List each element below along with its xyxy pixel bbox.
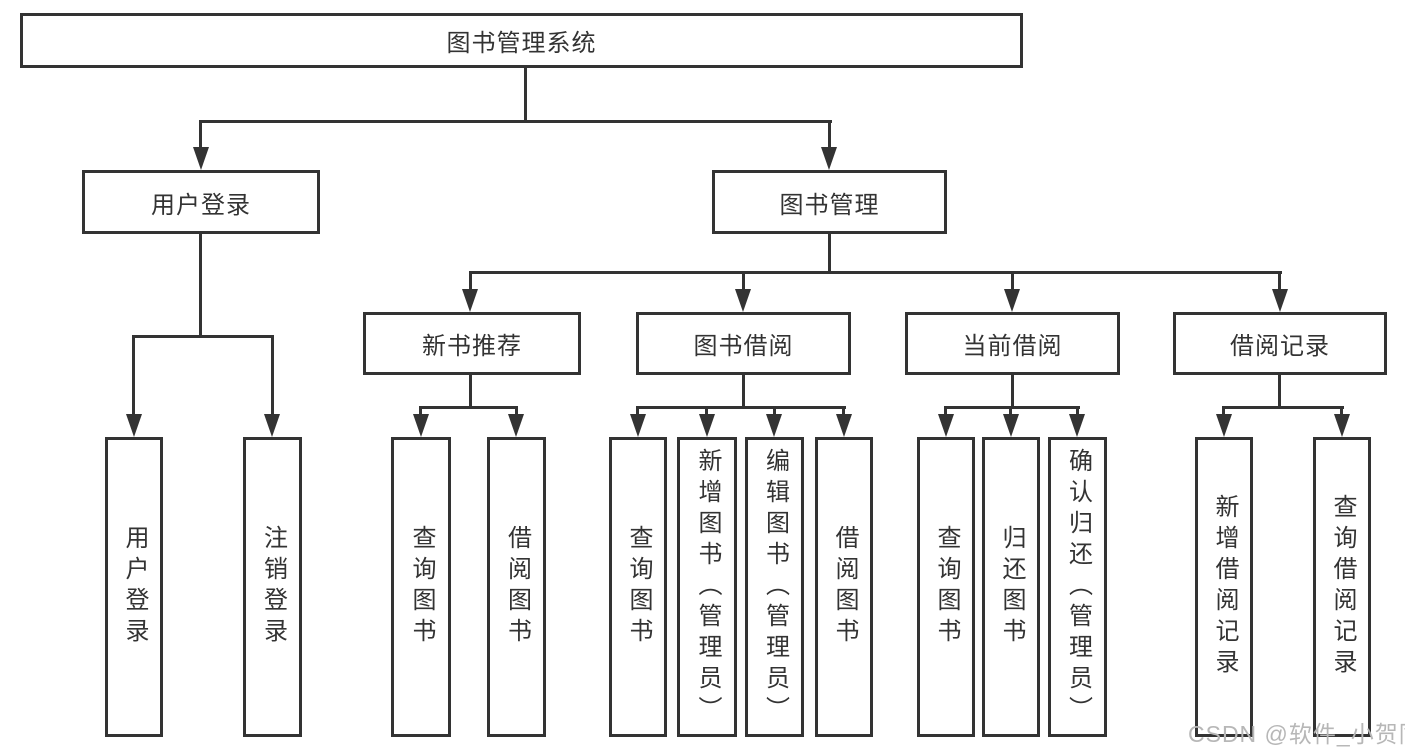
connector-line (199, 120, 832, 123)
leaf-add-book-admin: 新增图书（管理员） (677, 437, 737, 737)
leaf-add-borrow-record: 新增借阅记录 (1195, 437, 1253, 737)
leaf-recommend-borrow-book-label: 借阅图书 (503, 525, 531, 649)
arrow-down-icon (264, 414, 280, 437)
leaf-recommend-query-book-label: 查询图书 (408, 525, 435, 649)
node-new-book-recommend: 新书推荐 (363, 312, 581, 375)
leaf-recommend-query-book: 查询图书 (391, 437, 451, 737)
node-current-borrow: 当前借阅 (905, 312, 1120, 375)
connector-line (1011, 271, 1014, 291)
arrow-down-icon (766, 414, 782, 437)
connector-line (132, 335, 274, 338)
node-book-borrow-label: 图书借阅 (693, 333, 794, 360)
leaf-user-login: 用户登录 (105, 437, 163, 737)
connector-line (636, 406, 846, 409)
arrow-down-icon (735, 289, 751, 312)
leaf-borrow-query-book: 查询图书 (609, 437, 667, 737)
connector-line (1076, 406, 1079, 418)
arrow-down-icon (1272, 289, 1288, 312)
leaf-confirm-return-admin: 确认归还（管理员） (1048, 437, 1107, 737)
connector-line (469, 373, 472, 409)
leaf-logout: 注销登录 (243, 437, 302, 737)
leaf-edit-book-admin: 编辑图书（管理员） (745, 437, 804, 737)
connector-line (944, 406, 947, 418)
connector-line (132, 335, 135, 416)
leaf-current-query-book: 查询图书 (917, 437, 975, 737)
arrow-down-icon (508, 414, 524, 437)
arrow-down-icon (1334, 414, 1350, 437)
arrow-down-icon (462, 289, 478, 312)
connector-line (1009, 406, 1012, 418)
arrow-down-icon (836, 414, 852, 437)
arrow-down-icon (1003, 414, 1019, 437)
connector-line (944, 406, 1080, 409)
arrow-down-icon (821, 147, 837, 170)
node-user-login-label: 用户登录 (151, 191, 251, 219)
node-book-borrow: 图书借阅 (636, 312, 851, 375)
connector-line (419, 406, 518, 409)
arrow-down-icon (126, 414, 142, 437)
node-book-management: 图书管理 (712, 170, 947, 234)
leaf-current-query-book-label: 查询图书 (933, 525, 960, 649)
arrow-down-icon (1216, 414, 1232, 437)
connector-line (199, 234, 202, 338)
node-book-management-label: 图书管理 (779, 191, 880, 219)
connector-line (1340, 406, 1343, 418)
node-borrow-records: 借阅记录 (1173, 312, 1387, 375)
leaf-edit-book-admin-label: 编辑图书（管理员） (761, 447, 789, 727)
connector-line (1011, 373, 1014, 409)
connector-line (828, 234, 831, 274)
arrow-down-icon (413, 414, 429, 437)
arrow-down-icon (630, 414, 646, 437)
connector-line (524, 66, 527, 122)
connector-line (1278, 271, 1281, 291)
connector-line (1222, 406, 1225, 418)
connector-line (469, 271, 472, 291)
arrow-down-icon (1004, 289, 1020, 312)
connector-line (705, 406, 708, 418)
node-root-label: 图书管理系统 (446, 30, 597, 57)
leaf-recommend-borrow-book: 借阅图书 (487, 437, 546, 737)
connector-line (742, 271, 745, 291)
connector-line (199, 120, 202, 149)
connector-line (636, 406, 639, 418)
leaf-add-borrow-record-label: 新增借阅记录 (1211, 494, 1238, 680)
arrow-down-icon (193, 147, 209, 170)
connector-line (469, 271, 1282, 274)
arrow-down-icon (1069, 414, 1085, 437)
leaf-logout-label: 注销登录 (259, 525, 287, 649)
node-borrow-records-label: 借阅记录 (1230, 333, 1330, 360)
leaf-return-book-label: 归还图书 (998, 525, 1025, 649)
leaf-query-borrow-record: 查询借阅记录 (1313, 437, 1371, 737)
connector-line (1222, 406, 1344, 409)
leaf-borrow-query-book-label: 查询图书 (625, 525, 652, 649)
node-user-login: 用户登录 (82, 170, 320, 234)
leaf-add-book-admin-label: 新增图书（管理员） (694, 447, 721, 727)
connector-line (773, 406, 776, 418)
leaf-user-login-label: 用户登录 (121, 525, 148, 649)
connector-line (419, 406, 422, 418)
node-current-borrow-label: 当前借阅 (962, 333, 1063, 360)
connector-line (271, 335, 274, 416)
leaf-confirm-return-admin-label: 确认归还（管理员） (1064, 447, 1092, 727)
node-new-book-recommend-label: 新书推荐 (422, 333, 522, 360)
arrow-down-icon (699, 414, 715, 437)
leaf-borrow-book: 借阅图书 (815, 437, 873, 737)
leaf-query-borrow-record-label: 查询借阅记录 (1329, 494, 1356, 680)
arrow-down-icon (938, 414, 954, 437)
connector-line (742, 373, 745, 409)
connector-line (828, 120, 831, 149)
node-root: 图书管理系统 (20, 13, 1023, 68)
connector-line (842, 406, 845, 418)
leaf-borrow-book-label: 借阅图书 (831, 525, 858, 649)
connector-line (1278, 373, 1281, 409)
connector-line (515, 406, 518, 418)
leaf-return-book: 归还图书 (982, 437, 1040, 737)
csdn-watermark: CSDN @软件_小贺同学 (1188, 721, 1405, 747)
